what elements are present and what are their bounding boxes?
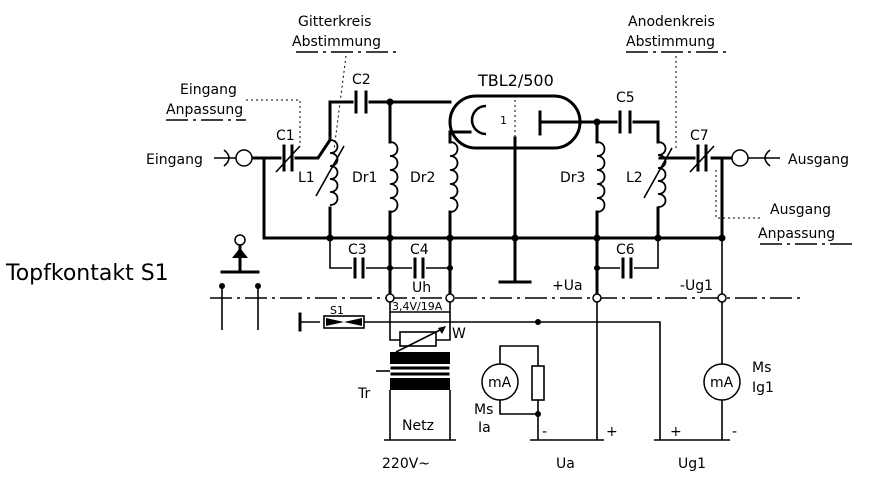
label-gitterkreis-2: Abstimmung (292, 34, 381, 50)
choke-dr2 (449, 141, 459, 213)
label-l1: L1 (298, 170, 315, 186)
shunt-resistor (531, 365, 545, 401)
netz-box (389, 390, 451, 440)
inductor-l1 (315, 139, 345, 206)
label-dr2: Dr2 (410, 170, 435, 186)
label-c1: C1 (276, 128, 295, 144)
label-ausgang-anp-2: Anpassung (758, 226, 835, 242)
capacitor-c1 (275, 144, 301, 173)
label-ma-left: mA (488, 375, 512, 391)
capacitor-c6 (621, 257, 633, 279)
label-tube-electrode: 1 (500, 114, 507, 127)
label-ug1-supply: Ug1 (678, 456, 706, 472)
label-c4: C4 (410, 242, 429, 258)
label-ms-ig1-2: Ig1 (752, 380, 774, 396)
transformer-tr (376, 352, 450, 390)
heater-sec (389, 312, 451, 341)
input-connector (214, 149, 253, 167)
label-topfkontakt: Topfkontakt S1 (5, 261, 169, 286)
label-tr: Tr (357, 386, 370, 402)
label-c7: C7 (690, 128, 709, 144)
output-connector (731, 149, 780, 167)
label-minus-ug1: -Ug1 (680, 278, 713, 294)
leader-gitterkreis (333, 55, 347, 151)
label-l2: L2 (626, 170, 643, 186)
label-eingang-anp-2: Anpassung (166, 102, 243, 118)
label-c5: C5 (616, 90, 635, 106)
ground-bus (262, 158, 724, 240)
label-anodenkreis-2: Abstimmung (626, 34, 715, 50)
meter-ia-wiring (499, 345, 539, 415)
label-anodenkreis-1: Anodenkreis (628, 14, 715, 30)
label-dr1: Dr1 (352, 170, 377, 186)
label-netz: Netz (402, 418, 434, 434)
s1-to-bus (364, 321, 661, 440)
bypass-right2 (634, 238, 659, 269)
capacitor-c4 (413, 257, 425, 279)
label-ausgang: Ausgang (788, 152, 849, 168)
tube-tbl2-500 (448, 94, 582, 150)
label-c6: C6 (616, 242, 635, 258)
capacitor-c5 (618, 110, 632, 134)
label-ug1-plus: + (670, 424, 682, 440)
pot-contact-switch (219, 234, 261, 330)
label-ausgang-anp-1: Ausgang (770, 202, 831, 218)
label-ug1-minus: - (732, 424, 737, 440)
switch-s1 (323, 315, 365, 329)
label-plus-ua: +Ua (552, 278, 583, 294)
label-ua-supply: Ua (556, 456, 575, 472)
label-heater-rating: 3,4V/19A (392, 300, 443, 313)
inductor-l2 (643, 141, 673, 208)
label-mains: 220V~ (382, 456, 430, 472)
rheostat-w (395, 326, 446, 353)
label-dr3: Dr3 (560, 170, 585, 186)
label-c2: C2 (352, 72, 371, 88)
capacitor-c3 (353, 257, 365, 279)
label-eingang-anp-1: Eingang (180, 82, 237, 98)
c5-to-l2 (632, 120, 660, 144)
cathode-to-dr2 (448, 130, 472, 144)
label-s1: S1 (330, 304, 344, 317)
choke-dr3 (596, 141, 606, 213)
choke-dr1 (389, 141, 399, 213)
label-gitterkreis-1: Gitterkreis (298, 14, 371, 30)
label-eingang: Eingang (146, 152, 203, 168)
label-ms-ia-1: Ms (474, 402, 493, 418)
capacitor-c7 (689, 144, 715, 173)
c1-to-l1 (294, 100, 354, 160)
label-ma-right: mA (710, 375, 734, 391)
junctions (326, 98, 726, 417)
bypass-left (329, 238, 352, 269)
label-ua-minus: - (542, 424, 547, 440)
label-ms-ia-2: Ia (478, 420, 491, 436)
capacitor-c2 (354, 90, 368, 114)
label-ms-ig1-1: Ms (752, 360, 771, 376)
label-uh: Uh (412, 280, 431, 296)
label-w: W (452, 326, 466, 342)
label-c3: C3 (348, 242, 367, 258)
label-tube: TBL2/500 (477, 71, 554, 90)
heater-leads (389, 302, 451, 313)
label-ua-plus: + (606, 424, 618, 440)
